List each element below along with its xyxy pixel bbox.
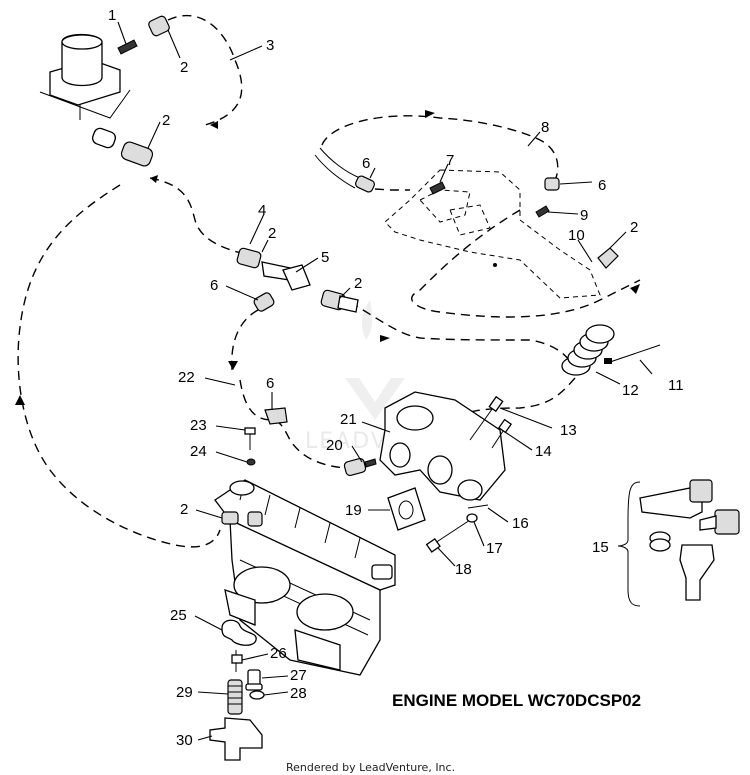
callout-15: 15 (592, 539, 609, 556)
elbow-fitting-6-lower (264, 407, 288, 425)
callout-24: 24 (190, 443, 207, 460)
washer-24 (246, 458, 256, 466)
callout-28: 28 (290, 685, 307, 702)
o-ring-25 (221, 619, 257, 646)
washer-17 (466, 513, 478, 523)
spring-29 (227, 679, 243, 715)
callout-5: 5 (321, 249, 329, 266)
exhaust-manifold-21 (379, 391, 506, 501)
callout-6: 6 (598, 177, 606, 194)
callout-10: 10 (568, 227, 585, 244)
callout-25: 25 (170, 607, 187, 624)
callout-9: 9 (580, 207, 588, 224)
spring-12 (561, 324, 615, 376)
elbow-2-right (597, 247, 619, 269)
hose-connector-2-top (91, 15, 170, 167)
callout-2: 2 (162, 112, 170, 129)
callout-2: 2 (354, 275, 362, 292)
callout-26: 26 (270, 645, 287, 662)
elbow-fitting-6-right (544, 177, 560, 191)
callout-21: 21 (340, 411, 357, 428)
callout-27: 27 (290, 667, 307, 684)
hose-routing-lines (15, 14, 641, 548)
callout-2: 2 (630, 219, 638, 236)
engine-model-title: ENGINE MODEL WC70DCSP02 (392, 691, 641, 710)
callout-13: 13 (560, 422, 577, 439)
callout-22: 22 (178, 369, 195, 386)
callout-6: 6 (266, 375, 274, 392)
screw-27 (245, 669, 263, 691)
callout-29: 29 (176, 684, 193, 701)
callout-11: 11 (668, 377, 684, 394)
washer-28 (249, 690, 265, 700)
fitting-7 (429, 181, 446, 195)
callout-12: 12 (622, 382, 639, 399)
callout-3: 3 (266, 37, 274, 54)
callout-14: 14 (535, 443, 552, 460)
callout-1: 1 (108, 7, 116, 24)
callout-6: 6 (210, 277, 218, 294)
callout-7: 7 (446, 152, 454, 169)
fitting-9 (535, 205, 550, 218)
hose-fitting-20 (343, 457, 377, 477)
bolt-14 (491, 418, 513, 449)
sensor-26 (231, 650, 243, 672)
callout-2: 2 (180, 59, 188, 76)
fitting-1 (117, 39, 138, 55)
cable-tie-11 (604, 344, 661, 364)
elbow-2-block (221, 511, 263, 527)
callout-16: 16 (512, 515, 529, 532)
bolt-13 (469, 395, 504, 441)
hose-6 (314, 147, 375, 193)
kit-15-inset (617, 479, 740, 607)
screw-23 (244, 427, 256, 450)
callout-8: 8 (541, 119, 549, 136)
plate-16 (467, 504, 489, 509)
callout-18: 18 (455, 561, 472, 578)
callout-30: 30 (176, 732, 193, 749)
callout-6: 6 (362, 155, 370, 172)
callout-2: 2 (268, 225, 276, 242)
render-credit: Rendered by LeadVenture, Inc. (286, 761, 455, 774)
callout-4: 4 (258, 202, 266, 219)
callout-20: 20 (326, 437, 343, 454)
callout-2: 2 (180, 501, 188, 518)
leader-lines (117, 21, 653, 741)
cylinder-head-block (214, 479, 396, 676)
callout-17: 17 (486, 540, 503, 557)
callout-19: 19 (345, 502, 362, 519)
reservoir-tank (39, 33, 131, 120)
callout-labels: 1 2 3 2 4 2 5 6 2 8 6 7 6 9 10 2 22 6 12… (108, 7, 684, 749)
housing-30 (209, 717, 263, 761)
gasket-19 (387, 487, 426, 531)
callout-23: 23 (190, 417, 207, 434)
bolt-18 (425, 519, 471, 553)
tee-fitting-5 (236, 247, 359, 313)
